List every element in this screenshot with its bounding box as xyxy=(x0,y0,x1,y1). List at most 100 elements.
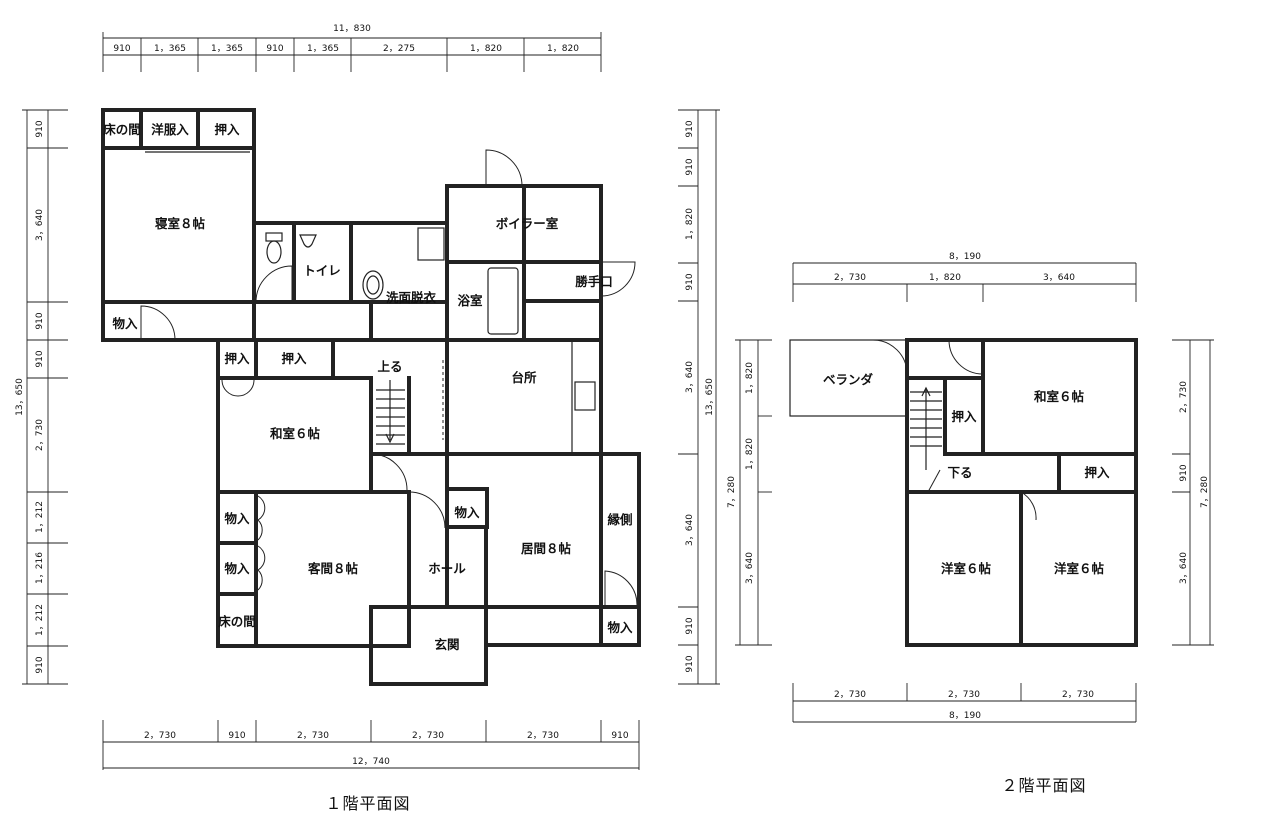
f1-top-dim: 910 xyxy=(113,44,130,54)
f1-top-dim: 1，820 xyxy=(470,44,502,54)
f2-left-dim: 1，820 xyxy=(745,438,755,470)
f1-room-monoire-left: 物入 xyxy=(112,316,138,331)
floor2-title: ２階平面図 xyxy=(1001,776,1086,795)
f1-bottom-dim: 2，730 xyxy=(297,731,329,741)
f1-top-total: 11，830 xyxy=(333,24,371,34)
f2-top-total: 8，190 xyxy=(949,252,981,262)
f2-left-dim: 3，640 xyxy=(745,552,755,584)
floor1-fixtures xyxy=(145,151,602,455)
f2-stair-kudaru: 下る xyxy=(947,465,972,480)
f1-room-oshiire-a: 押入 xyxy=(224,351,250,366)
f1-bottom-dim: 910 xyxy=(228,731,245,741)
floor2-left-dimensions: 7，280 1，820 1，820 3，640 xyxy=(727,339,772,646)
f1-room-kyakuma: 客間８帖 xyxy=(307,561,359,576)
f1-right-dim: 910 xyxy=(685,273,695,290)
f1-right-dim: 3，640 xyxy=(685,514,695,546)
f2-room-washitsu: 和室６帖 xyxy=(1033,389,1085,404)
f1-room-ima: 居間８帖 xyxy=(521,541,572,556)
floor2-top-dimensions: 8，190 2，730 1，820 3，640 xyxy=(792,252,1137,302)
f1-room-washitsu: 和室６帖 xyxy=(269,426,321,441)
f1-room-boiler: ボイラー室 xyxy=(496,216,559,231)
f1-left-dim: 910 xyxy=(35,120,45,137)
f1-room-yofukuire: 洋服入 xyxy=(151,122,189,137)
f1-top-dim: 1，365 xyxy=(307,44,339,54)
f1-top-dim: 1，365 xyxy=(154,44,186,54)
f1-left-dim: 910 xyxy=(35,656,45,673)
f1-bottom-dim: 2，730 xyxy=(144,731,176,741)
f1-room-hall: ホール xyxy=(428,561,466,576)
f2-room-yoshitsu-right: 洋室６帖 xyxy=(1054,561,1105,576)
f1-room-monoire-right: 物入 xyxy=(607,620,633,635)
f1-bottom-dim: 910 xyxy=(611,731,628,741)
floor1-room-labels: 床の間 洋服入 押入 寝室８帖 トイレ 洗面脱衣 浴室 ボイラー室 勝手口 物入… xyxy=(103,122,633,652)
f1-left-dim: 910 xyxy=(35,312,45,329)
floor1-doors xyxy=(140,149,638,606)
f1-room-yokushitsu: 浴室 xyxy=(457,293,483,308)
f1-room-monoire-k2: 物入 xyxy=(224,561,250,576)
f2-right-dim: 2，730 xyxy=(1179,381,1189,413)
f2-right-dim: 910 xyxy=(1179,464,1189,481)
f2-bottom-total: 8，190 xyxy=(949,711,981,721)
floor1-right-dimensions: 910 910 1，820 910 3，640 3，640 910 910 13… xyxy=(678,109,720,685)
f1-room-monoire-k1: 物入 xyxy=(224,511,250,526)
f1-right-total: 13，650 xyxy=(705,378,715,416)
f1-room-engawa: 縁側 xyxy=(607,512,632,527)
f1-room-senmen: 洗面脱衣 xyxy=(386,290,437,305)
floor1-walls xyxy=(101,108,641,686)
f1-right-dim: 1，820 xyxy=(685,208,695,240)
f1-left-dim: 1，216 xyxy=(35,552,45,584)
floor2-room-labels: ベランダ 押入 和室６帖 下る 押入 洋室６帖 洋室６帖 xyxy=(823,372,1110,576)
f1-room-tokonoma-top: 床の間 xyxy=(103,122,141,137)
f1-top-dim: 1，820 xyxy=(547,44,579,54)
f2-left-dim: 1，820 xyxy=(745,362,755,394)
f2-room-oshiire-stair: 押入 xyxy=(951,409,977,424)
f2-room-veranda: ベランダ xyxy=(823,372,874,387)
f1-right-dim: 910 xyxy=(685,617,695,634)
f1-room-monoire-hall: 物入 xyxy=(454,505,480,520)
f1-room-tokonoma-bottom: 床の間 xyxy=(218,614,256,629)
f1-bottom-dim: 2，730 xyxy=(412,731,444,741)
f2-top-dim: 3，640 xyxy=(1043,273,1075,283)
f1-top-dim: 1，365 xyxy=(211,44,243,54)
f1-left-dim: 910 xyxy=(35,350,45,367)
f1-left-dim: 1，212 xyxy=(35,501,45,533)
f2-top-dim: 1，820 xyxy=(929,273,961,283)
f1-left-dim: 3，640 xyxy=(35,209,45,241)
f1-room-katteguchi: 勝手口 xyxy=(575,274,613,289)
floor1-title: １階平面図 xyxy=(325,794,410,813)
floor2-right-dimensions: 2，730 910 3，640 7，280 xyxy=(1172,339,1214,646)
f1-room-toilet: トイレ xyxy=(303,263,341,278)
f2-bottom-dim: 2，730 xyxy=(1062,690,1094,700)
f2-bottom-dim: 2，730 xyxy=(948,690,980,700)
f1-left-dim: 1，212 xyxy=(35,604,45,636)
f1-top-dim: 2，275 xyxy=(383,44,415,54)
f2-top-dim: 2，730 xyxy=(834,273,866,283)
f1-right-dim: 3，640 xyxy=(685,361,695,393)
f2-room-oshiire: 押入 xyxy=(1084,465,1110,480)
f1-room-oshiire-b: 押入 xyxy=(281,351,307,366)
floor1-bottom-dimensions: 2，730 910 2，730 2，730 2，730 910 12，740 xyxy=(102,720,640,770)
floor2-fixtures xyxy=(872,339,1037,521)
f1-room-daidokoro: 台所 xyxy=(511,370,537,385)
f1-left-total: 13，650 xyxy=(15,378,25,416)
f1-right-dim: 910 xyxy=(685,120,695,137)
f2-room-yoshitsu-left: 洋室６帖 xyxy=(941,561,992,576)
floor2-bottom-dimensions: 2，730 2，730 2，730 8，190 xyxy=(792,683,1137,723)
f1-room-oshiire-top: 押入 xyxy=(214,122,240,137)
f1-right-dim: 910 xyxy=(685,158,695,175)
f2-right-total: 7，280 xyxy=(1200,476,1210,508)
f1-bottom-total: 12，740 xyxy=(352,757,390,767)
f1-top-dim: 910 xyxy=(266,44,283,54)
f1-room-genkan: 玄関 xyxy=(434,637,459,652)
floor1-left-dimensions: 13，650 910 3，640 910 910 2，730 1，212 1，2… xyxy=(15,109,68,685)
f1-left-dim: 2，730 xyxy=(35,419,45,451)
f2-left-total: 7，280 xyxy=(727,476,737,508)
f1-right-dim: 910 xyxy=(685,655,695,672)
f1-room-shinshitsu: 寝室８帖 xyxy=(155,216,206,231)
floor1-top-dimensions: 11，830 910 1，365 1，365 910 1，365 2，275 1… xyxy=(102,24,602,72)
f1-stair-agaru: 上る xyxy=(377,359,402,374)
f2-right-dim: 3，640 xyxy=(1179,552,1189,584)
f1-bottom-dim: 2，730 xyxy=(527,731,559,741)
f2-bottom-dim: 2，730 xyxy=(834,690,866,700)
